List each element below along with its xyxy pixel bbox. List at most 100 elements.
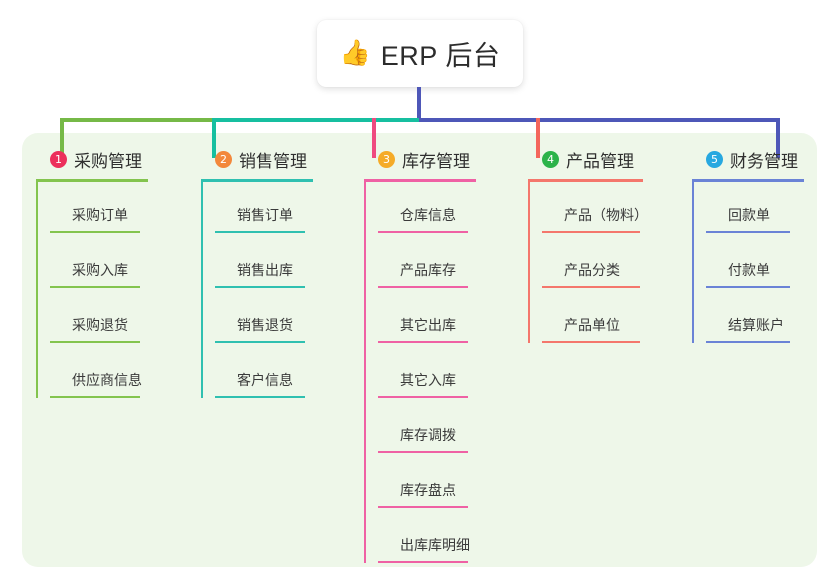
column-spine-product [528,182,530,343]
leaf-item-label: 付款单 [728,262,770,278]
column-title-inventory: 库存管理 [402,151,470,171]
leaf-item-label: 采购入库 [72,262,128,278]
column-items-sales: 销售订单销售出库销售退货客户信息 [201,182,313,402]
leaf-item-label: 采购订单 [72,207,128,223]
column-items-product: 产品（物料） 产品分类产品单位 [528,182,648,347]
leaf-item[interactable]: 销售出库 [215,237,313,292]
leaf-item-rule [542,231,640,233]
leaf-item[interactable]: 产品单位 [542,292,643,347]
column-header-purchasing[interactable]: 1 采购管理 [36,146,148,172]
root-node-erp-backend[interactable]: 👍 ERP 后台 [317,20,523,87]
leaf-item-label: 其它入库 [400,372,456,388]
root-connector-stem [417,87,421,120]
leaf-item-rule [215,286,305,288]
leaf-item-rule [378,396,468,398]
leaf-item-rule [378,341,468,343]
column-badge-purchasing: 1 [50,150,67,168]
column-spine-sales [201,182,203,398]
leaf-item[interactable]: 结算账户 [706,292,804,347]
leaf-item-rule [706,286,790,288]
root-node-title: ERP 后台 [380,41,501,71]
leaf-item-label: 库存调拨 [400,427,456,443]
leaf-item-rule [378,506,468,508]
leaf-item-rule [378,231,468,233]
leaf-item-rule [706,231,790,233]
leaf-item[interactable]: 库存盘点 [378,457,476,512]
column-header-inventory[interactable]: 3 库存管理 [364,146,476,172]
column-rule-purchasing [36,179,148,182]
leaf-item-label: 产品（物料） [564,207,648,223]
leaf-item-label: 销售订单 [237,207,293,223]
column-rule-finance [692,179,804,182]
leaf-item-rule [50,396,140,398]
column-title-finance: 财务管理 [730,151,798,171]
column-spine-finance [692,182,694,343]
leaf-item-rule [542,286,640,288]
column-rule-inventory [364,179,476,182]
leaf-item-label: 仓库信息 [400,207,456,223]
drop-inventory [372,118,376,158]
column-sales: 2 销售管理销售订单销售出库销售退货客户信息 [201,146,313,402]
column-items-finance: 回款单付款单结算账户 [692,182,804,347]
bus-segment-green [62,118,214,122]
leaf-item[interactable]: 客户信息 [215,347,313,402]
leaf-item-rule [50,341,140,343]
leaf-item-rule [50,286,140,288]
leaf-item-rule [378,451,468,453]
leaf-item-label: 采购退货 [72,317,128,333]
leaf-item-label: 产品库存 [400,262,456,278]
leaf-item[interactable]: 库存调拨 [378,402,476,457]
leaf-item-label: 销售出库 [237,262,293,278]
leaf-item-rule [215,341,305,343]
column-badge-finance: 5 [706,150,723,168]
leaf-item-label: 出库库明细 [400,537,470,553]
column-rule-product [528,179,643,182]
leaf-item-label: 其它出库 [400,317,456,333]
bus-segment-blue [419,118,778,122]
leaf-item-rule [378,286,468,288]
leaf-item[interactable]: 仓库信息 [378,182,476,237]
thumbs-up-icon: 👍 [339,39,371,67]
column-title-purchasing: 采购管理 [74,151,142,171]
column-title-sales: 销售管理 [239,151,307,171]
drop-purchasing [60,118,64,158]
column-rule-sales [201,179,313,182]
column-items-inventory: 仓库信息产品库存其它出库其它入库库存调拨库存盘点出库库明细 [364,182,476,567]
drop-sales [212,118,216,158]
leaf-item-rule [215,396,305,398]
column-spine-inventory [364,182,366,563]
leaf-item-rule [378,561,468,563]
leaf-item[interactable]: 回款单 [706,182,804,237]
leaf-item[interactable]: 产品分类 [542,237,643,292]
leaf-item[interactable]: 采购订单 [50,182,148,237]
bus-segment-teal [214,118,419,122]
column-badge-sales: 2 [215,150,232,168]
drop-finance [776,118,780,158]
leaf-item-label: 结算账户 [728,317,784,333]
leaf-item[interactable]: 销售订单 [215,182,313,237]
diagram-panel [22,133,817,567]
column-badge-inventory: 3 [378,150,395,168]
column-finance: 5 财务管理回款单付款单结算账户 [692,146,804,347]
leaf-item-label: 产品分类 [564,262,620,278]
column-header-sales[interactable]: 2 销售管理 [201,146,313,172]
leaf-item-rule [706,341,790,343]
leaf-item-label: 库存盘点 [400,482,456,498]
leaf-item[interactable]: 销售退货 [215,292,313,347]
column-spine-purchasing [36,182,38,398]
leaf-item[interactable]: 付款单 [706,237,804,292]
leaf-item[interactable]: 其它出库 [378,292,476,347]
leaf-item[interactable]: 供应商信息 [50,347,148,402]
leaf-item-rule [215,231,305,233]
leaf-item[interactable]: 采购退货 [50,292,148,347]
leaf-item[interactable]: 采购入库 [50,237,148,292]
leaf-item[interactable]: 出库库明细 [378,512,476,567]
leaf-item-label: 销售退货 [237,317,293,333]
column-purchasing: 1 采购管理采购订单采购入库采购退货供应商信息 [36,146,148,402]
column-inventory: 3 库存管理仓库信息产品库存其它出库其它入库库存调拨库存盘点出库库明细 [364,146,476,567]
column-header-finance[interactable]: 5 财务管理 [692,146,804,172]
leaf-item[interactable]: 其它入库 [378,347,476,402]
leaf-item[interactable]: 产品（物料） [542,182,648,237]
leaf-item[interactable]: 产品库存 [378,237,476,292]
